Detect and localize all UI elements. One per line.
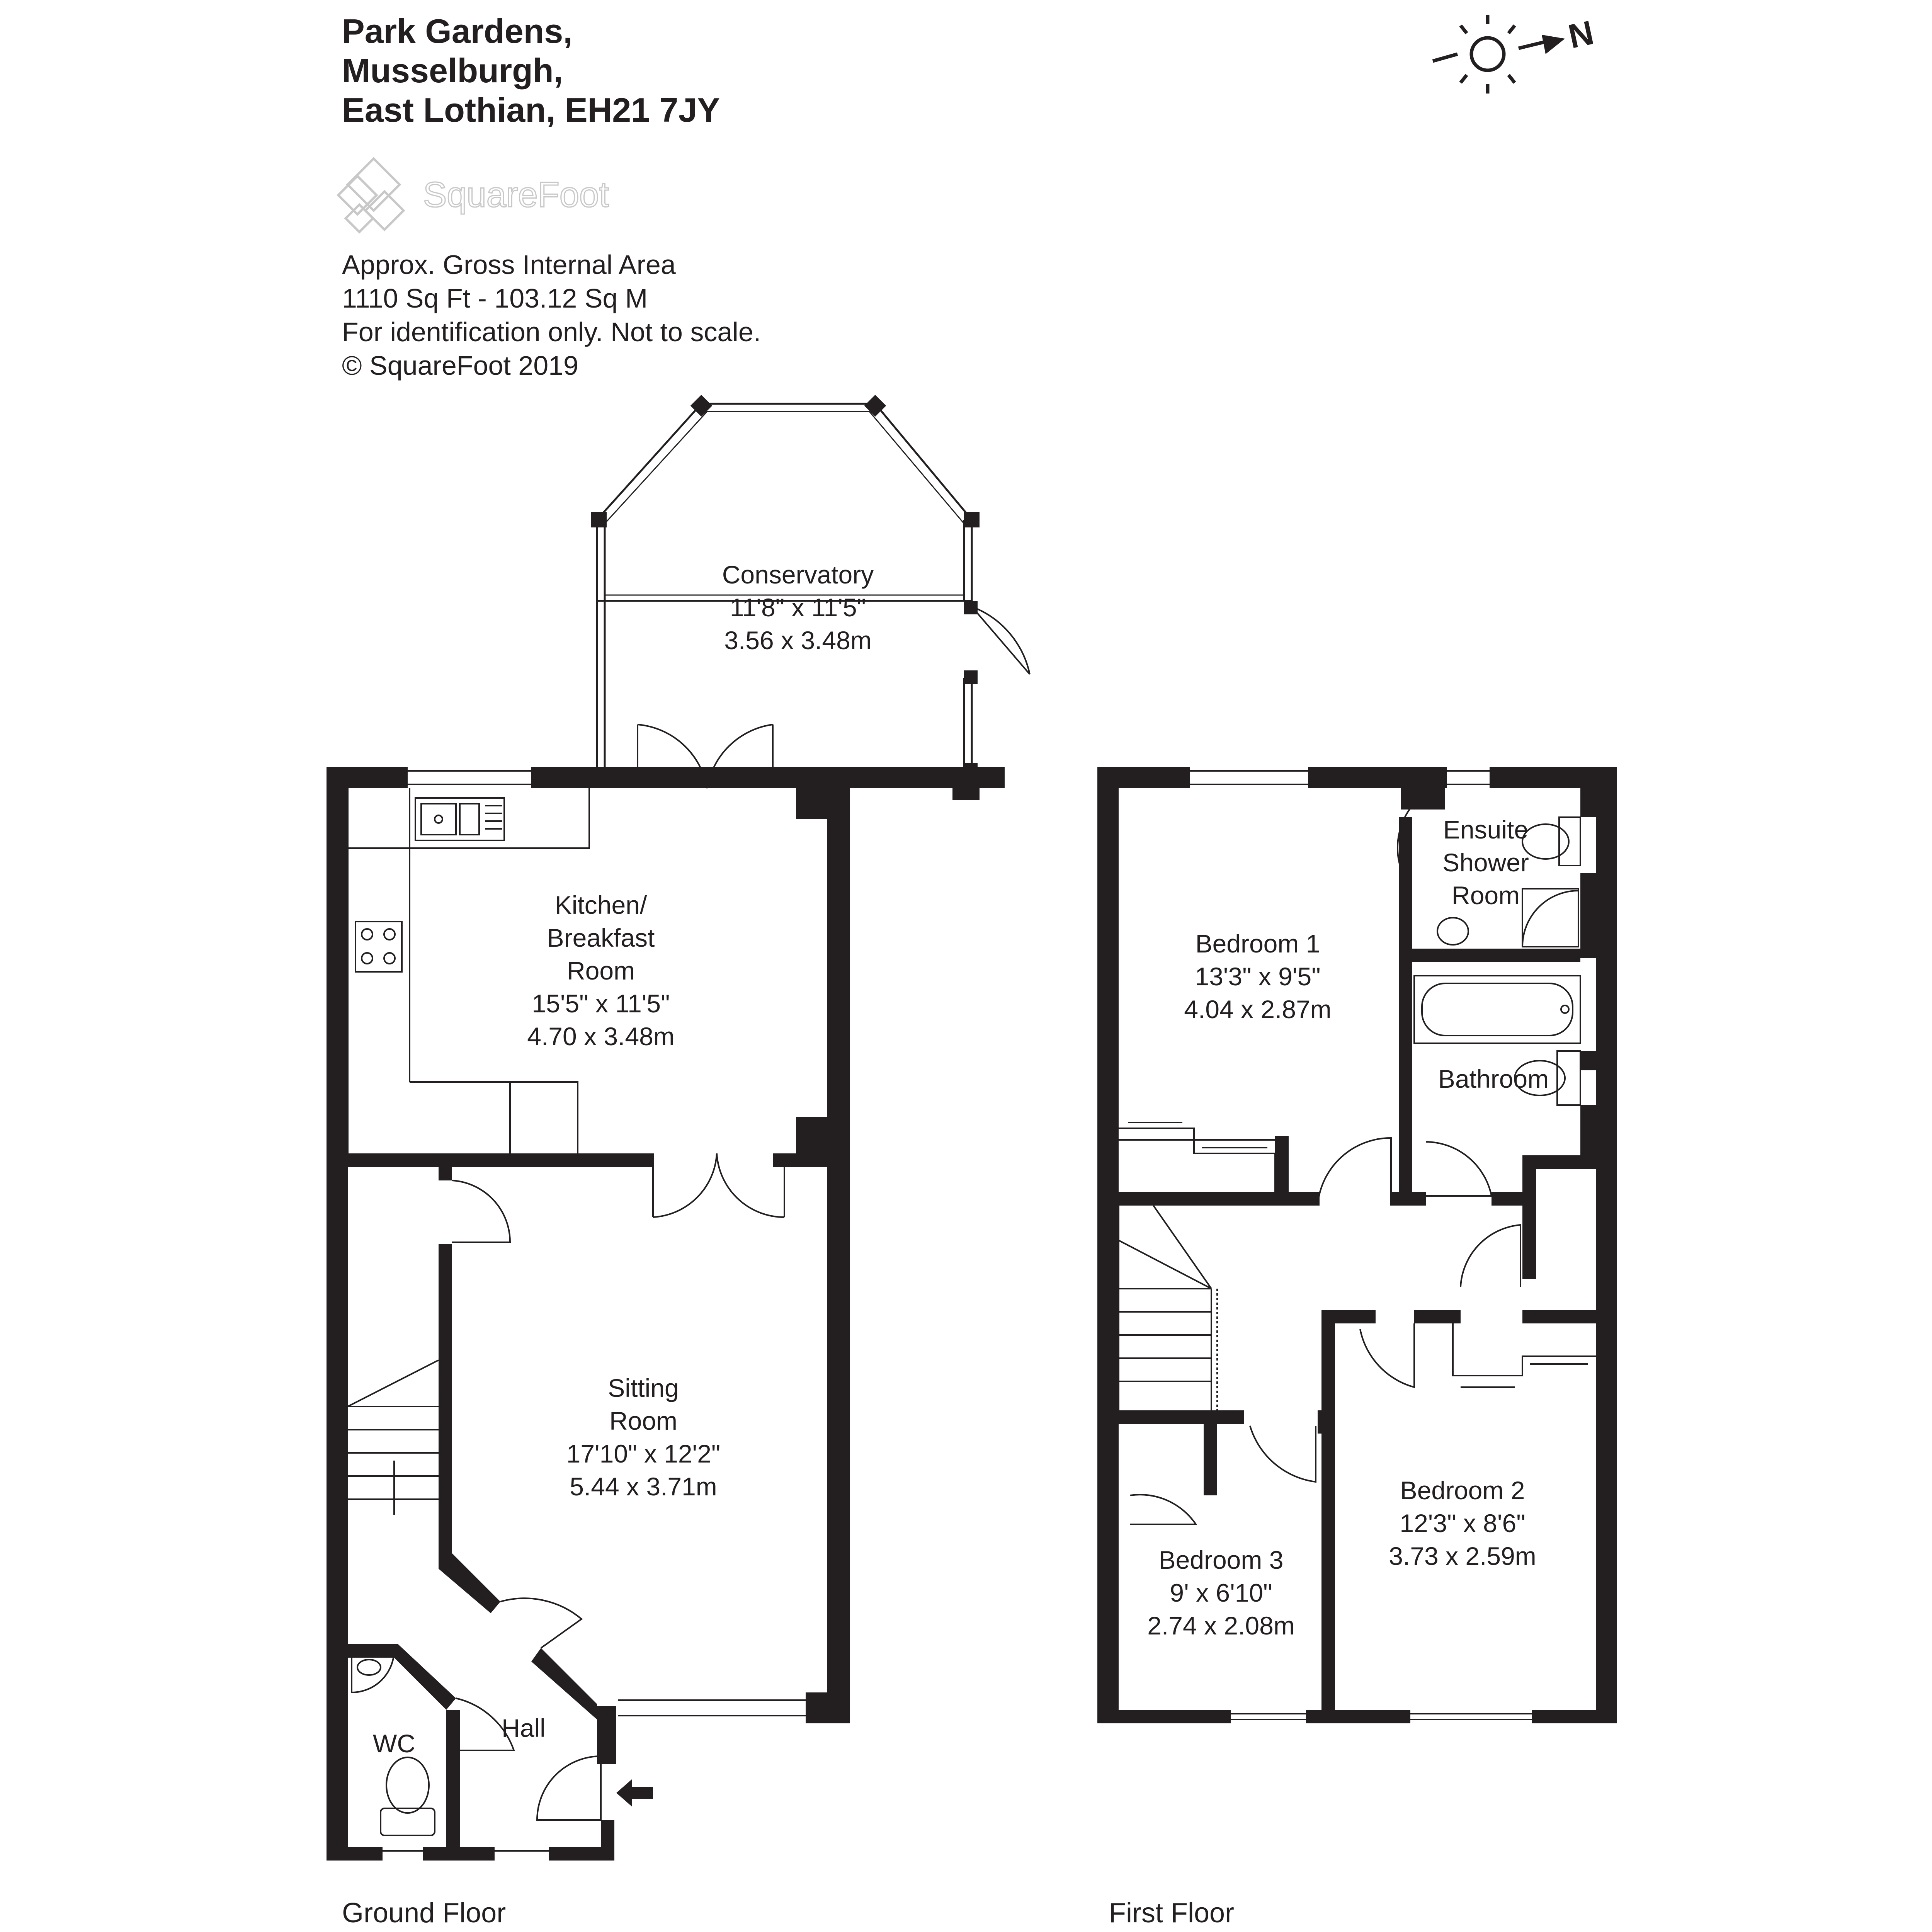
room-conservatory: Conservatory 11'8" x 11'5" 3.56 x 3.48m [722,560,874,655]
room-kitchen: Kitchen/ Breakfast Room 15'5" x 11'5" 4.… [527,891,675,1051]
sitting-imperial: 17'10" x 12'2" [566,1439,721,1468]
entrance-arrow-icon [616,1779,653,1806]
copyright: © SquareFoot 2019 [342,350,578,381]
kitchen-metric: 4.70 x 3.48m [527,1022,675,1051]
conservatory-name: Conservatory [722,560,874,589]
bedroom3-imperial: 9' x 6'10" [1170,1578,1272,1607]
bedroom3-metric: 2.74 x 2.08m [1147,1611,1295,1640]
kitchen-imperial: 15'5" x 11'5" [532,989,670,1018]
ensuite-name-1: Ensuite [1443,815,1528,844]
ground-floor [327,395,1031,1861]
conservatory-imperial: 11'8" x 11'5" [730,593,866,622]
bedroom1-name: Bedroom 1 [1196,929,1320,958]
conservatory-posts [591,395,980,786]
room-bedroom-3: Bedroom 3 9' x 6'10" 2.74 x 2.08m [1147,1546,1295,1640]
bathroom-name: Bathroom [1438,1065,1549,1093]
conservatory-metric: 3.56 x 3.48m [724,626,872,655]
ensuite-name-3: Room [1452,881,1520,910]
address-line-3: East Lothian, EH21 7JY [342,91,720,129]
brand-name: SquareFoot [423,175,609,214]
bedroom1-metric: 4.04 x 2.87m [1184,995,1332,1024]
sitting-name-1: Sitting [608,1374,679,1402]
ground-floor-walls [327,767,1005,1861]
ground-floor-label: Ground Floor [342,1898,506,1929]
kitchen-name-1: Kitchen/ [555,891,647,919]
address-line-1: Park Gardens, [342,12,573,50]
conservatory-door[interactable] [971,606,1031,675]
kitchen-name-2: Breakfast [547,923,655,952]
first-floor-walls [1097,767,1617,1723]
sitting-metric: 5.44 x 3.71m [570,1472,717,1501]
gross-area-label: Approx. Gross Internal Area [342,250,676,280]
bedroom3-name: Bedroom 3 [1159,1546,1284,1574]
sitting-name-2: Room [609,1406,677,1435]
room-bedroom-2: Bedroom 2 12'3" x 8'6" 3.73 x 2.59m [1389,1476,1536,1570]
north-label: N [1565,13,1597,56]
bedroom2-imperial: 12'3" x 8'6" [1400,1509,1525,1537]
squarefoot-logo: SquareFoot [337,157,609,234]
bedroom2-name: Bedroom 2 [1400,1476,1525,1505]
kitchen-name-3: Room [567,956,635,985]
gross-area-value: 1110 Sq Ft - 103.12 Sq M [342,283,648,313]
address-line-2: Musselburgh, [342,51,563,90]
compass-icon [1432,15,1565,94]
disclaimer: For identification only. Not to scale. [342,317,761,347]
bedroom1-imperial: 13'3" x 9'5" [1195,962,1320,991]
hall-name: Hall [502,1714,546,1742]
bedroom2-metric: 3.73 x 2.59m [1389,1542,1536,1570]
wc-name: WC [373,1729,415,1758]
ensuite-name-2: Shower [1442,848,1529,877]
first-floor-fittings [1118,770,1614,1720]
room-bedroom-1: Bedroom 1 13'3" x 9'5" 4.04 x 2.87m [1184,929,1332,1024]
room-ensuite: Ensuite Shower Room [1442,815,1529,910]
first-floor-label: First Floor [1109,1898,1234,1929]
ground-floor-fittings [347,724,806,1852]
room-sitting: Sitting Room 17'10" x 12'2" 5.44 x 3.71m [566,1374,721,1501]
first-floor [1097,767,1617,1723]
